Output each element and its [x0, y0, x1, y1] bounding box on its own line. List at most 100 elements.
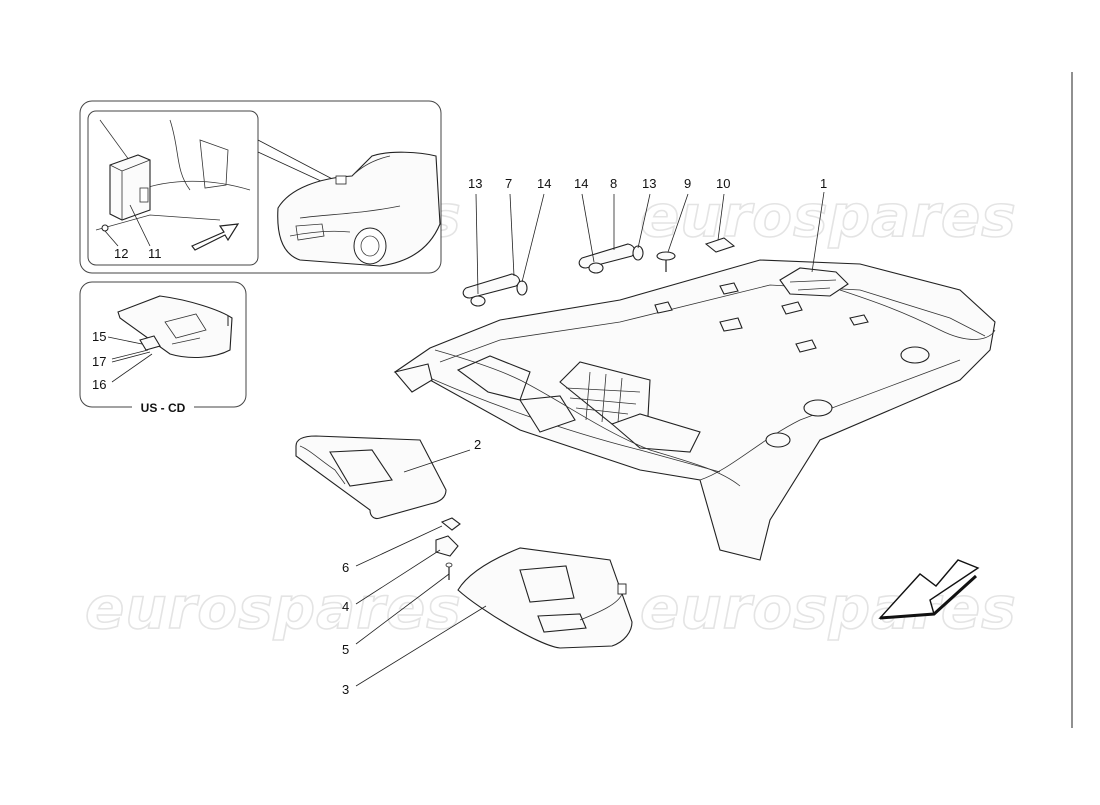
screw-head: [445, 562, 453, 568]
callout-numbers: 13 7 14 14 8 13 9 10 1 2 6 4 5 3: [342, 176, 827, 697]
car-contour: [289, 155, 401, 237]
direction-arrow: [191, 223, 240, 251]
arrow-shadow: [879, 574, 978, 620]
leader-line: [581, 193, 595, 263]
headliner-front-flap: [394, 363, 433, 393]
leader-line: [107, 336, 143, 345]
visor-bracket-cap: [440, 517, 461, 531]
headliner: [393, 259, 996, 561]
sunvisor-left: [295, 435, 447, 520]
callout-14: 14: [574, 176, 588, 191]
leader-line: [111, 349, 149, 360]
leader-line: [717, 193, 725, 241]
front-direction-arrow: [878, 559, 980, 619]
inset-us-cd-visor: 15 17 16 US - CD: [79, 281, 247, 415]
callout-2: 2: [474, 437, 481, 452]
callout-9: 9: [684, 176, 691, 191]
inset-caption-bg: [132, 399, 194, 415]
callout-10: 10: [716, 176, 730, 191]
callout-6: 6: [342, 560, 349, 575]
handle-recess: [765, 432, 791, 448]
screw: [101, 224, 109, 232]
sunvisor-wire: [579, 593, 623, 621]
module-connector: [139, 187, 149, 203]
callout-13: 13: [642, 176, 656, 191]
wiring-harness: [434, 289, 996, 487]
headliner-pad: [719, 282, 739, 295]
callout-15: 15: [92, 329, 106, 344]
sunvisor-rod: [299, 445, 346, 485]
car-grille: [295, 223, 325, 241]
sunvisor-mirror: [164, 313, 207, 345]
leader-line: [355, 549, 441, 605]
inset-module-location: 12 11: [79, 100, 442, 274]
visor-hardware: [435, 517, 461, 580]
headliner-panel: [393, 259, 996, 561]
module-location-marker: [335, 175, 347, 185]
zoom-line: [257, 139, 341, 184]
grab-handle: [462, 273, 521, 299]
roof-console-opening: [559, 361, 651, 425]
leader-line: [521, 193, 545, 283]
leader-line: [509, 193, 515, 277]
sunvisor-right: [457, 547, 633, 649]
car-wheel: [353, 227, 387, 265]
callout-11: 11: [148, 246, 162, 261]
inset-caption: US - CD: [141, 401, 186, 415]
leader-line: [355, 605, 487, 687]
handle-cap: [588, 262, 604, 274]
handle-cap: [470, 295, 486, 307]
handle-cap: [516, 280, 528, 296]
control-module: [109, 154, 151, 221]
console-grid: [565, 371, 641, 423]
wire-connector: [617, 583, 627, 595]
callout-7: 7: [505, 176, 512, 191]
interior-sketch: [95, 119, 251, 231]
car-body: [277, 151, 441, 267]
callout-5: 5: [342, 642, 349, 657]
visor-hook: [435, 535, 459, 557]
leader-line: [811, 191, 825, 273]
leader-line: [111, 353, 153, 383]
dome-light-detail: [789, 279, 837, 291]
headliner-cutout: [456, 355, 531, 401]
inset-detail-frame: [87, 110, 259, 266]
headliner-pad: [849, 314, 869, 326]
callout-16: 16: [92, 377, 106, 392]
callout-4: 4: [342, 599, 349, 614]
headliner-pad: [654, 301, 673, 314]
headliner-pad: [795, 339, 817, 353]
leader-line: [129, 204, 151, 247]
car-wheel-hub: [360, 235, 380, 257]
watermark-text: eurospares: [85, 574, 462, 642]
callout-12: 12: [114, 246, 128, 261]
watermark-text: eurospares: [640, 574, 1017, 642]
watermark-text: eurospares: [640, 182, 1017, 250]
callout-8: 8: [610, 176, 617, 191]
callout-17: 17: [92, 354, 106, 369]
headliner-pad: [781, 301, 803, 315]
leader-line: [403, 449, 471, 473]
leader-lines: [355, 191, 825, 687]
leader-line: [104, 230, 119, 247]
visor-clip: [139, 335, 161, 351]
grab-handle: [578, 243, 636, 269]
top-small-parts: [462, 237, 736, 307]
sunvisor-mirror: [329, 449, 393, 487]
headliner-pad: [719, 317, 743, 332]
handle-recess: [803, 399, 833, 417]
leader-line: [111, 351, 151, 363]
leader-line: [475, 193, 479, 295]
handle-cap: [632, 245, 644, 261]
leader-line: [637, 193, 651, 249]
callout-3: 3: [342, 682, 349, 697]
sunvisor-mirror: [519, 565, 575, 603]
callout-1: 1: [820, 176, 827, 191]
leader-line: [667, 193, 689, 253]
leader-line: [355, 525, 443, 567]
handle-recess: [900, 346, 930, 364]
callout-13: 13: [468, 176, 482, 191]
fastener-clip: [656, 251, 676, 261]
